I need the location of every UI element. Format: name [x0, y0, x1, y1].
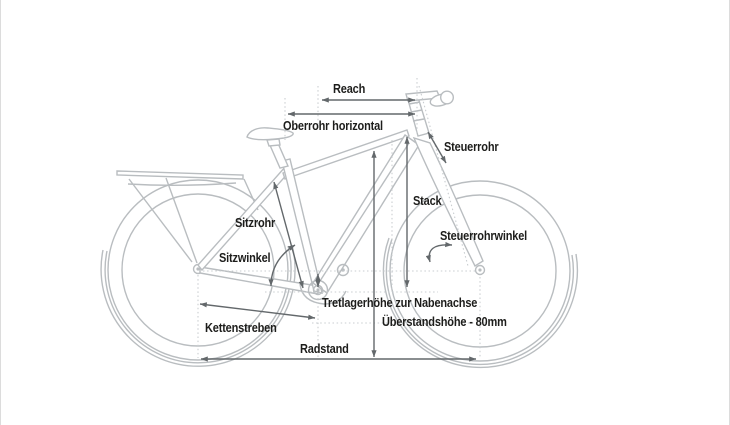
rear-rack-icon	[116, 170, 259, 264]
standover-label: Überstandshöhe - 80mm	[382, 315, 507, 329]
seat-angle-arc	[268, 244, 296, 287]
stack-label: Stack	[413, 194, 442, 208]
top-tube-label: Oberrohr horizontal	[283, 119, 383, 133]
head-tube-angle-label: Steuerrohrwinkel	[440, 229, 528, 243]
chainstay-arrow	[199, 302, 316, 320]
head-tube-arrow	[427, 131, 447, 164]
wheelbase-label: Radstand	[300, 342, 349, 356]
bb-drop-label: Tretlagerhöhe zur Nabenachse	[322, 296, 478, 310]
head-tube-label: Steuerrohr	[444, 140, 499, 154]
guide-lines	[197, 78, 500, 358]
seat-tube-label: Sitzrohr	[235, 216, 276, 230]
frame-icon	[197, 129, 420, 305]
front-fender-icon	[382, 237, 579, 369]
rear-fender-icon	[100, 244, 296, 367]
saddle-icon	[246, 127, 294, 169]
seat-tube-arrow	[273, 181, 304, 289]
head-angle-arc	[425, 241, 453, 263]
dimension-arrows	[199, 97, 477, 362]
reach-label: Reach	[333, 82, 366, 96]
chainstay-label: Kettenstreben	[205, 321, 277, 335]
left-edge-divider	[0, 0, 1, 425]
seat-angle-label: Sitzwinkel	[219, 251, 271, 265]
